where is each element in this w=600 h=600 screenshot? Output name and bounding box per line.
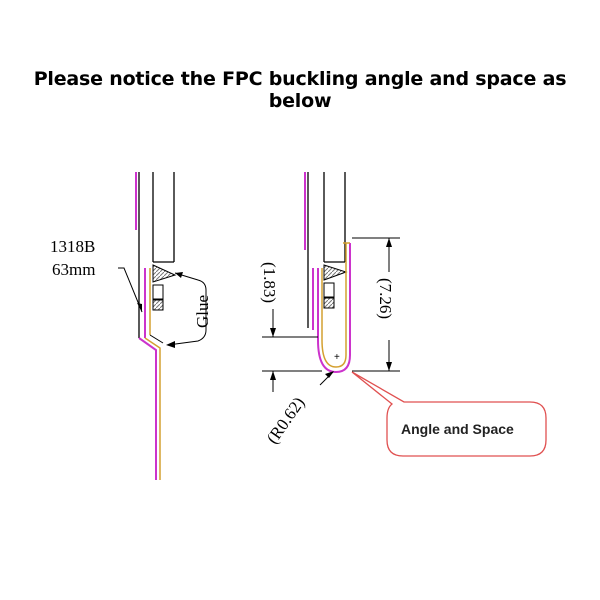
left-figure: 1318B 63mm Glue [50,172,212,480]
dim-arrow [386,238,392,247]
fpc-bend [149,334,164,344]
fpc-bend [144,337,161,480]
length-label: 63mm [52,260,95,279]
glue-block [152,299,164,311]
dim-radius-label: (R0.62) [263,393,309,447]
right-figure: + (1.83) (7.26) (R0.62) Angle and Space [260,172,547,457]
dim-arrow [270,328,276,337]
radius-arrow [325,371,334,378]
dim-arrow [386,362,392,371]
center-mark: + [334,352,340,363]
glue-block [323,282,335,298]
glue-block [152,284,164,300]
fpc-u-bend [317,243,351,374]
glue-block [152,264,177,283]
callout-bubble [351,371,547,457]
dim-height-label: (7.26) [376,278,395,319]
part-number-label: 1318B [50,237,95,256]
callout-text: Angle and Space [401,421,514,437]
glue-block [323,297,335,309]
fpc-bend [138,337,157,480]
dim-arrow [270,371,276,380]
glue-bracket [167,272,207,346]
glue-block [323,264,348,281]
dim-gap-label: (1.83) [260,262,279,303]
page-title: Please notice the FPC buckling angle and… [33,68,567,112]
leader-arrow [137,303,142,312]
glue-arrow [166,341,175,348]
glue-label: Glue [193,295,212,328]
leader-line [118,267,143,313]
glue-arrow [175,272,183,278]
fpc-u-bend [321,243,347,368]
